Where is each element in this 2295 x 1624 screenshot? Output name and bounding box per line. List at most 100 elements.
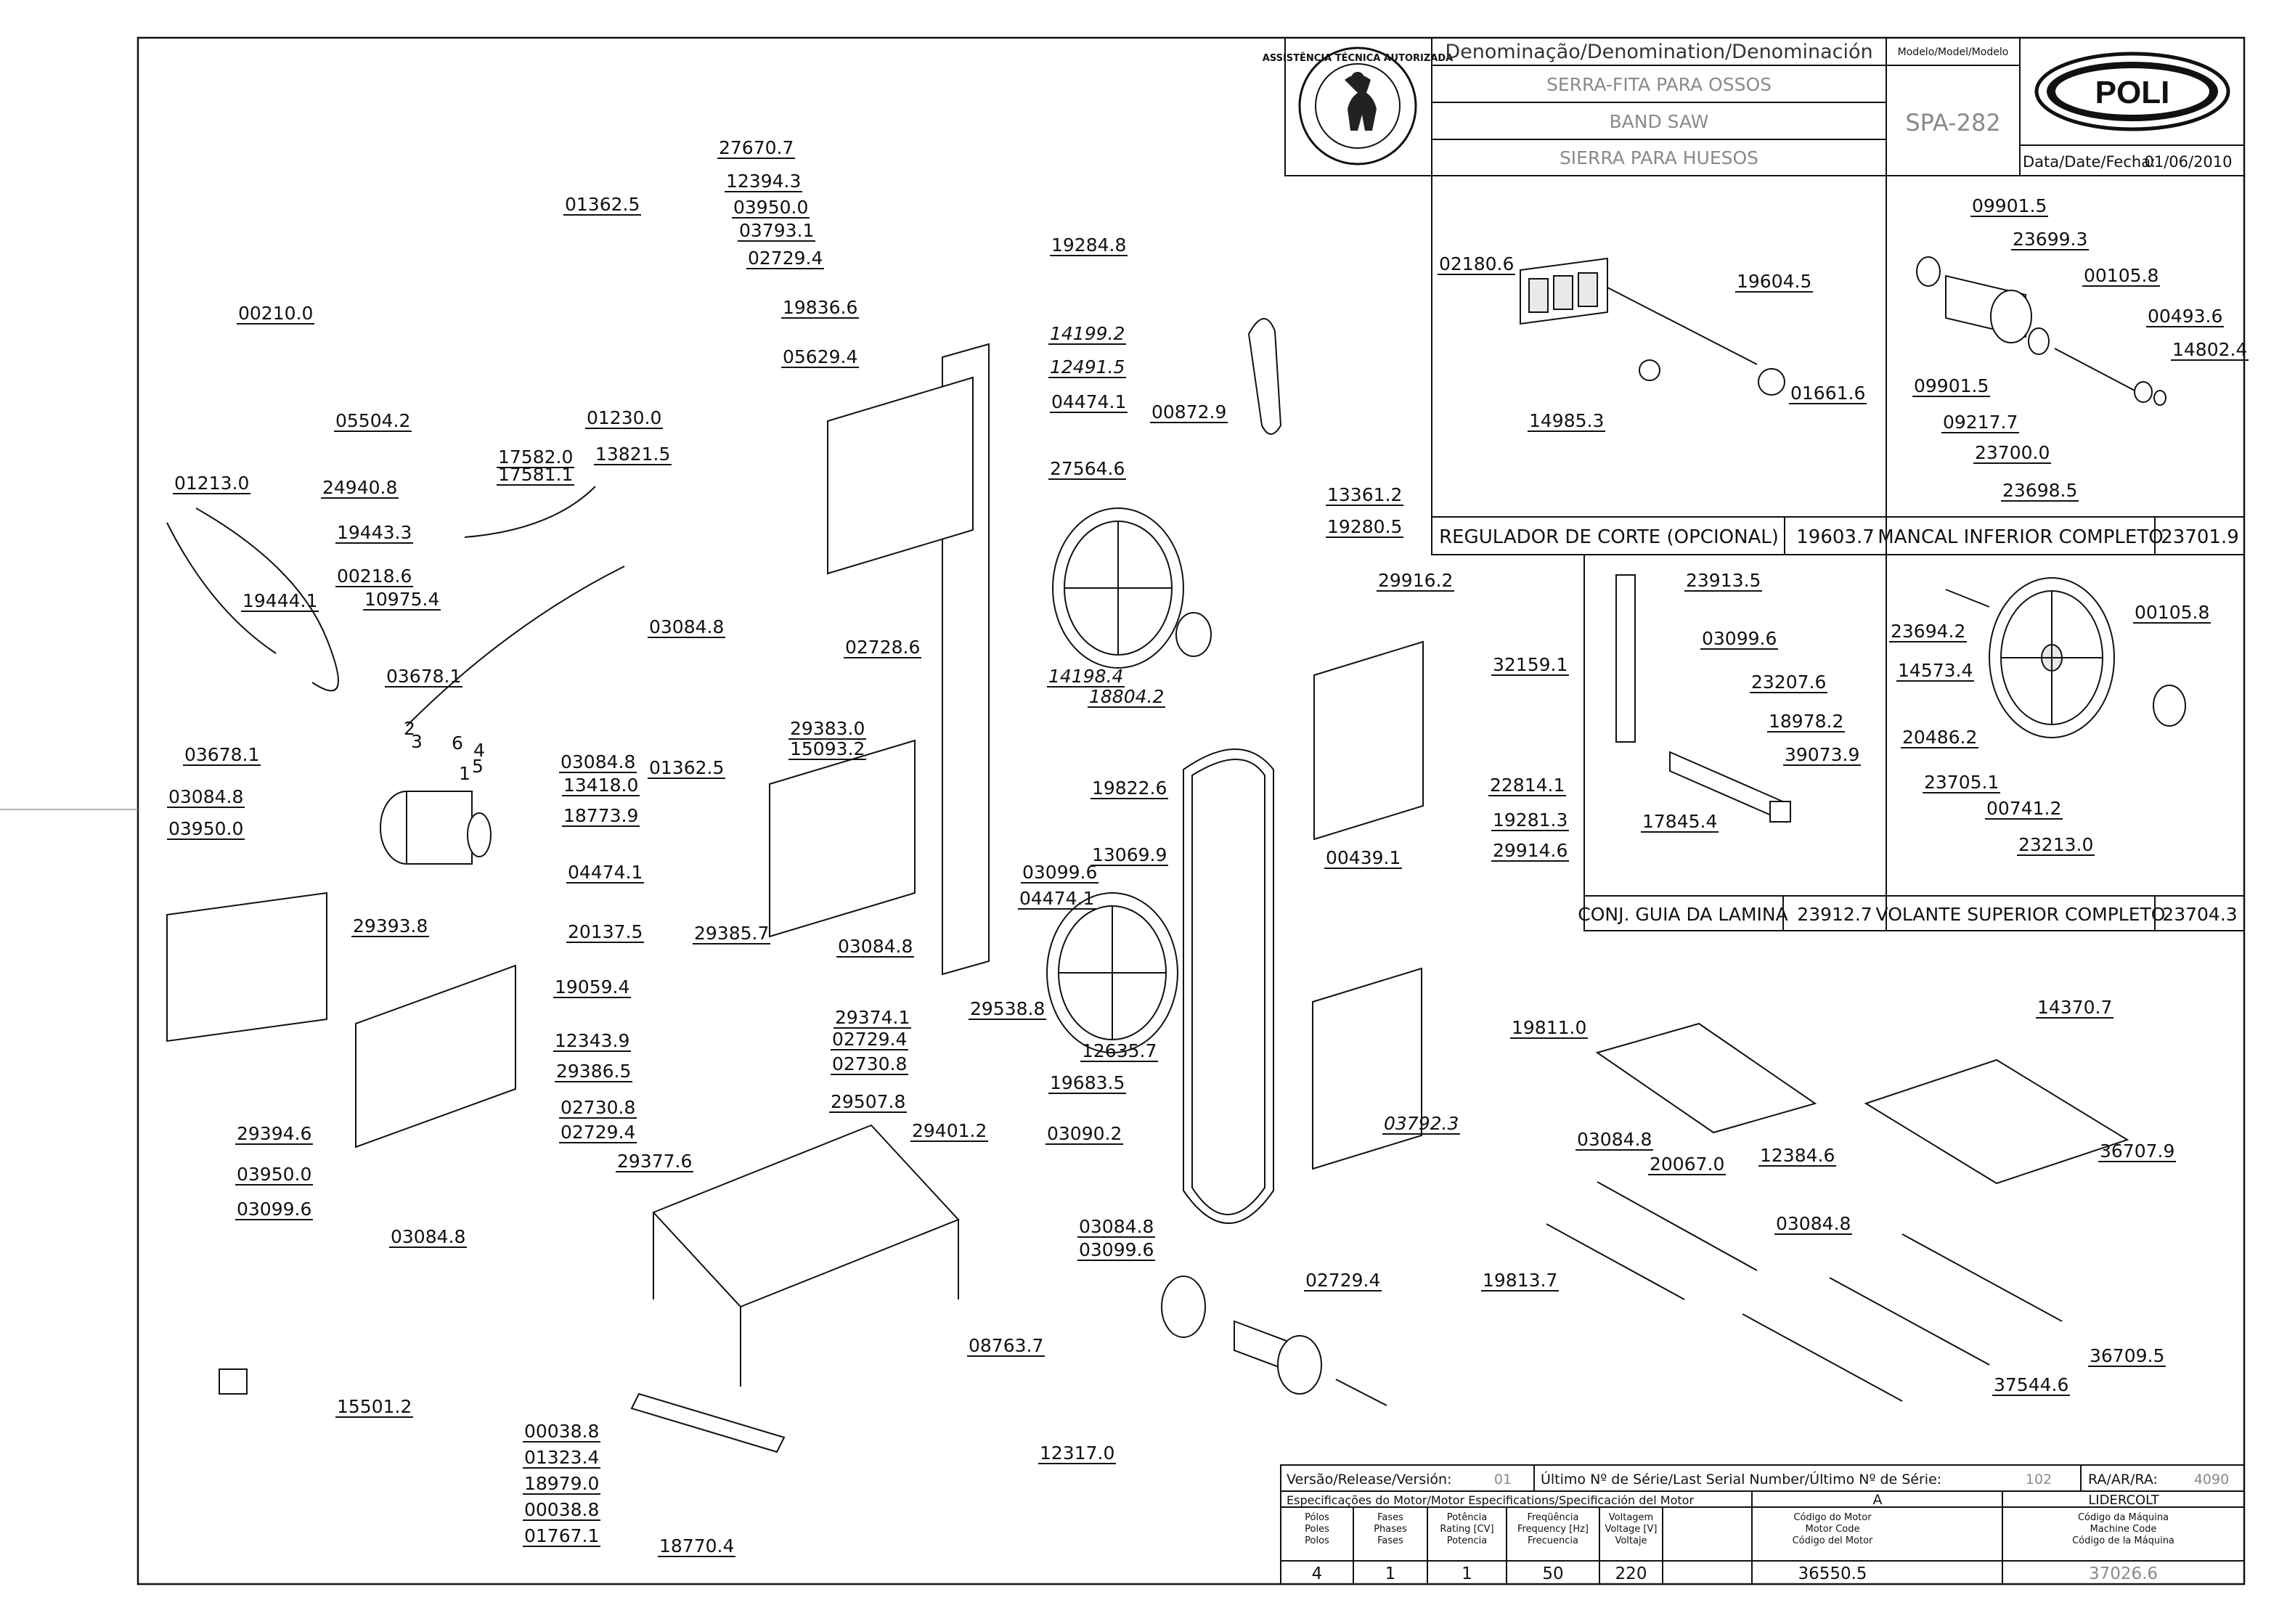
part-label: 19811.0	[1512, 1017, 1586, 1038]
subassembly-name-1: REGULADOR DE CORTE (OPCIONAL)	[1439, 526, 1779, 548]
part-label: 01767.1	[524, 1525, 599, 1546]
svg-text:POLI: POLI	[2095, 75, 2170, 110]
part-label: 00439.1	[1326, 847, 1401, 868]
part-label: 01362.5	[565, 194, 640, 215]
subassembly-name-4: VOLANTE SUPERIOR COMPLETO	[1876, 904, 2166, 925]
part-label: 05629.4	[783, 346, 857, 367]
part-label: 01230.0	[587, 407, 661, 428]
part-label: 03099.6	[1022, 862, 1097, 883]
part-label: 02728.6	[845, 637, 920, 658]
part-label: 08763.7	[969, 1335, 1043, 1356]
part-label: 13418.0	[563, 775, 638, 796]
code-header: A	[1873, 1492, 1883, 1508]
part-label: 03793.1	[739, 220, 814, 241]
part-label: 22814.1	[1490, 775, 1565, 796]
serial-value: 102	[2026, 1472, 2052, 1488]
part-label: 13821.5	[595, 444, 670, 465]
spec-header: Especificações do Motor/Motor Especifica…	[1287, 1493, 1694, 1507]
part-label: 19604.5	[1737, 271, 1811, 292]
motor-spec-label: Polos	[1305, 1535, 1329, 1546]
part-label: 36707.9	[2100, 1141, 2174, 1162]
denomination-header: Denominação/Denomination/Denominación	[1445, 41, 1872, 63]
part-drawings	[166, 256, 2186, 1453]
motor-spec-value: 220	[1615, 1564, 1647, 1583]
part-label: 03084.8	[649, 616, 724, 637]
motor-spec-label: Machine Code	[2090, 1524, 2157, 1535]
part-label: 02729.4	[832, 1029, 907, 1050]
wire-number: 6	[452, 733, 463, 754]
wire-number: 5	[472, 756, 484, 777]
motor-spec-label: Voltagem	[1609, 1512, 1653, 1523]
part-label: 23213.0	[2018, 834, 2093, 855]
part-label: 03090.2	[1047, 1123, 1122, 1144]
part-label: 00872.9	[1151, 401, 1226, 423]
part-label: 37544.6	[1994, 1374, 2068, 1395]
part-label: 19822.6	[1092, 778, 1167, 799]
part-label: 23698.5	[2002, 480, 2077, 501]
part-label: 00105.8	[2084, 265, 2159, 286]
part-label: 29394.6	[237, 1123, 311, 1144]
model-value: SPA-282	[1905, 109, 2000, 136]
wire-number: 1	[459, 763, 470, 784]
part-label: 27670.7	[719, 137, 794, 158]
part-label: 09901.5	[1972, 195, 2047, 216]
part-label: 12635.7	[1082, 1040, 1157, 1061]
name-pt: SERRA-FITA PARA OSSOS	[1546, 74, 1772, 95]
subassembly-name-3: CONJ. GUIA DA LAMINA	[1578, 904, 1788, 925]
part-label: 19280.5	[1327, 516, 1402, 537]
part-label: 17581.1	[498, 464, 573, 485]
part-label: 03792.3	[1384, 1113, 1459, 1134]
part-label: 03950.0	[168, 818, 243, 839]
part-label: 17582.0	[498, 446, 573, 468]
part-label: 19813.7	[1483, 1270, 1557, 1291]
wire-number: 2	[404, 718, 415, 739]
date-label: Data/Date/Fecha:	[2023, 153, 2156, 171]
part-label: 19284.8	[1051, 234, 1126, 256]
motor-spec-value: 4	[1312, 1564, 1323, 1583]
part-label: 03099.6	[1079, 1239, 1154, 1260]
part-label: 14985.3	[1529, 410, 1604, 431]
part-label: 19444.1	[242, 590, 317, 611]
part-label: 19281.3	[1493, 809, 1568, 831]
motor-spec-value: 36550.5	[1798, 1564, 1867, 1583]
motor-spec-label: Poles	[1305, 1524, 1329, 1535]
part-label: 19443.3	[337, 522, 412, 543]
part-label: 19836.6	[783, 297, 857, 318]
motor-spec-label: Fases	[1377, 1535, 1403, 1546]
motor-spec-label: Frequency [Hz]	[1517, 1524, 1589, 1535]
part-label: 29386.5	[556, 1061, 631, 1082]
part-label: 23700.0	[1975, 442, 2050, 463]
part-label: 12384.6	[1760, 1145, 1835, 1166]
part-label: 36709.5	[2090, 1345, 2164, 1366]
part-label: 29401.2	[912, 1120, 987, 1141]
part-label: 29385.7	[694, 923, 769, 944]
title-block: ASSISTÊNCIA TÉCNICA AUTORIZADA Denominaç…	[1263, 37, 2245, 176]
motor-spec-label: Potencia	[1447, 1535, 1487, 1546]
part-label: 03099.6	[237, 1199, 311, 1220]
part-label: 13361.2	[1327, 484, 1402, 505]
part-label: 29374.1	[835, 1007, 910, 1028]
part-label: 14198.4	[1048, 666, 1123, 687]
part-label: 03099.6	[1702, 628, 1777, 649]
part-label: 24940.8	[322, 477, 397, 498]
part-label: 29393.8	[353, 915, 428, 937]
part-label: 19059.4	[555, 976, 629, 997]
poli-logo: POLI	[2034, 52, 2230, 131]
part-label: 12343.9	[555, 1030, 629, 1051]
part-label: 14199.2	[1050, 323, 1125, 344]
motor-spec-label: Phases	[1374, 1524, 1407, 1535]
part-label: 00218.6	[337, 566, 412, 587]
model-header: Modelo/Model/Modelo	[1898, 46, 2009, 58]
part-label: 18979.0	[524, 1473, 599, 1494]
ra-label: RA/AR/RA:	[2088, 1472, 2158, 1488]
subassembly-name-2: MANCAL INFERIOR COMPLETO	[1878, 526, 2163, 548]
part-label: 01362.5	[649, 757, 724, 778]
motor-spec-label: Voltaje	[1615, 1535, 1647, 1546]
part-label: 20137.5	[568, 921, 643, 942]
part-label: 18804.2	[1089, 686, 1164, 707]
part-label: 09901.5	[1914, 375, 1989, 396]
square-symbol	[219, 1368, 248, 1395]
part-label: 15501.2	[337, 1396, 412, 1417]
part-label: 27564.6	[1050, 458, 1125, 479]
